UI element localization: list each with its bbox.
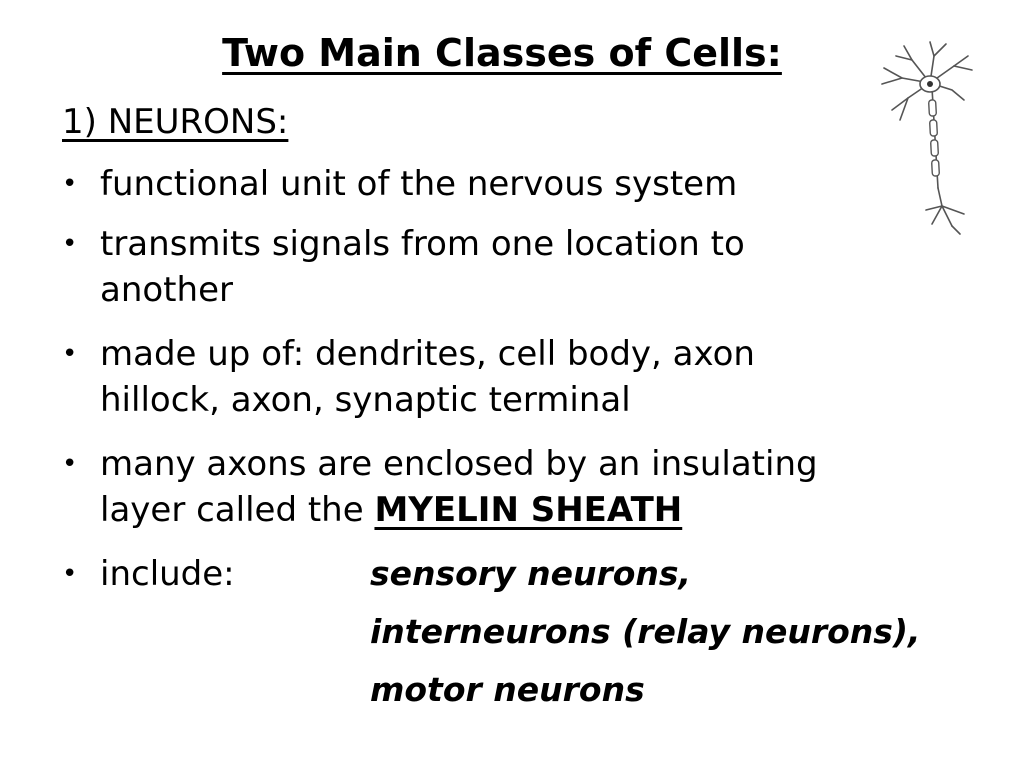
bullet-text: made up of: dendrites, cell body, axon [100, 334, 755, 374]
bullet-text-continuation: hillock, axon, synaptic terminal [100, 380, 631, 420]
bullet-item: • many axons are enclosed by an insulatin… [62, 438, 818, 536]
include-item: interneurons (relay neurons), [370, 612, 921, 651]
bullet-dot-icon: • [62, 339, 78, 369]
slide-title: Two Main Classes of Cells: [0, 28, 1004, 78]
bullet-item: •made up of: dendrites, cell body, axon … [62, 328, 755, 426]
bullet-text-plain: layer called the [100, 490, 375, 530]
section-heading: 1) NEURONS: [62, 102, 289, 142]
bullet-text: functional unit of the nervous system [100, 164, 738, 204]
bullet-text: include: [100, 554, 235, 594]
neuron-illustration-icon [881, 41, 973, 235]
include-item: motor neurons [370, 670, 645, 709]
slide-title-text: Two Main Classes of Cells: [222, 31, 782, 75]
bullet-dot-icon: • [62, 229, 78, 259]
bullet-text-continuation: layer called the MYELIN SHEATH [62, 484, 818, 536]
bullet-item: • include: [62, 548, 235, 600]
bullet-item: •transmits signals from one location to … [62, 218, 745, 316]
bullet-dot-icon: • [62, 449, 78, 479]
bullet-text: many axons are enclosed by an insulating [100, 444, 818, 484]
bullet-text: transmits signals from one location to [100, 224, 745, 264]
bullet-item: • functional unit of the nervous system [62, 158, 737, 210]
bullet-dot-icon: • [62, 169, 78, 199]
include-item: sensory neurons, [370, 554, 692, 593]
myelin-sheath-term: MYELIN SHEATH [374, 490, 683, 530]
bullet-dot-icon: • [62, 559, 78, 589]
bullet-text-continuation: another [100, 270, 233, 310]
